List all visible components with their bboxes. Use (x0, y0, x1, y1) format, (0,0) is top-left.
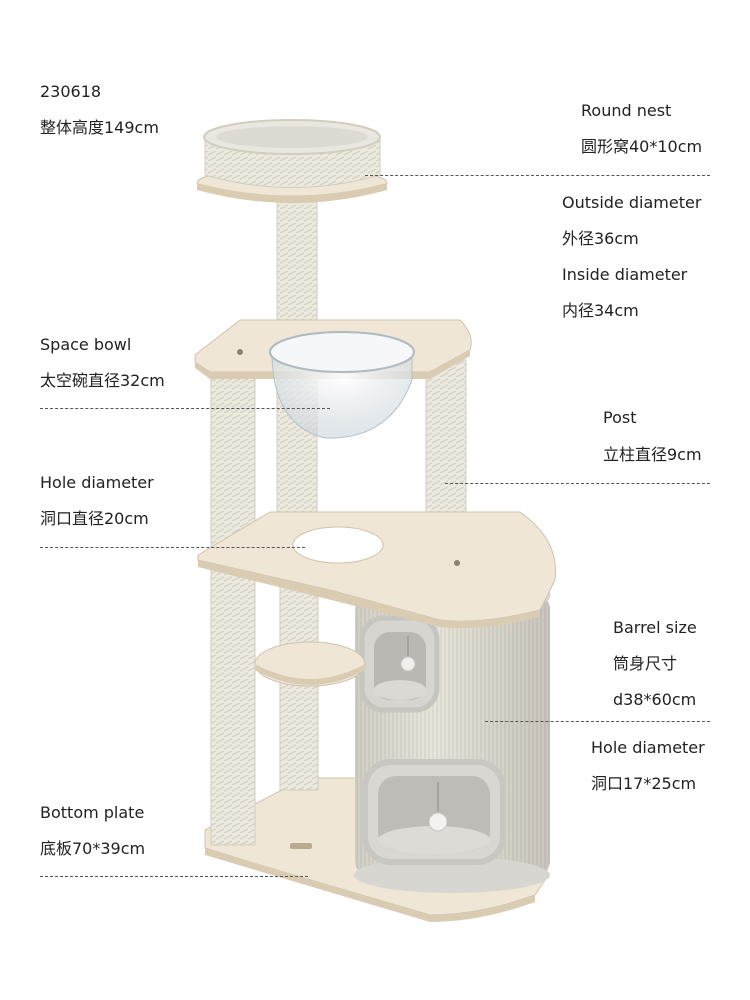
small-step (254, 641, 366, 687)
barrel-leader-line (485, 721, 710, 722)
space-bowl-title: Space bowl (40, 335, 132, 354)
middle-platform (197, 511, 557, 629)
space-bowl-leader-line (40, 408, 330, 409)
hole-diameter-right-value: 洞口17*25cm (591, 774, 697, 793)
barrel (353, 572, 551, 893)
bottom-plate-leader-line (40, 876, 308, 877)
round-nest-leader-line (365, 175, 710, 176)
hole-diameter-right-title: Hole diameter (591, 738, 705, 757)
hole-diameter-left-title: Hole diameter (40, 473, 154, 492)
inside-diameter-title: Inside diameter (562, 265, 688, 284)
bottom-plate-title: Bottom plate (40, 803, 145, 822)
barrel-size-title: Barrel size (613, 618, 697, 637)
outside-diameter-value: 外径36cm (562, 229, 639, 248)
total-height-label: 整体高度149cm (40, 118, 159, 137)
post-leader-line (445, 483, 710, 484)
inside-diameter-value: 内径34cm (562, 301, 639, 320)
product-code: 230618 (40, 82, 102, 101)
post-value: 立柱直径9cm (603, 445, 702, 464)
round-nest-title: Round nest (581, 101, 672, 120)
round-nest (196, 119, 388, 203)
barrel-size-value: d38*60cm (613, 690, 697, 709)
hole-left-leader-line (40, 547, 305, 548)
round-nest-size: 圆形窝40*10cm (581, 137, 703, 156)
post-title: Post (603, 408, 637, 427)
bottom-plate-value: 底板70*39cm (40, 839, 146, 858)
space-bowl-platform (194, 319, 472, 439)
outside-diameter-title: Outside diameter (562, 193, 702, 212)
posts (210, 189, 467, 846)
hole-diameter-left-value: 洞口直径20cm (40, 509, 149, 528)
barrel-size-cn: 筒身尺寸 (613, 654, 678, 673)
space-bowl-value: 太空碗直径32cm (40, 371, 165, 390)
